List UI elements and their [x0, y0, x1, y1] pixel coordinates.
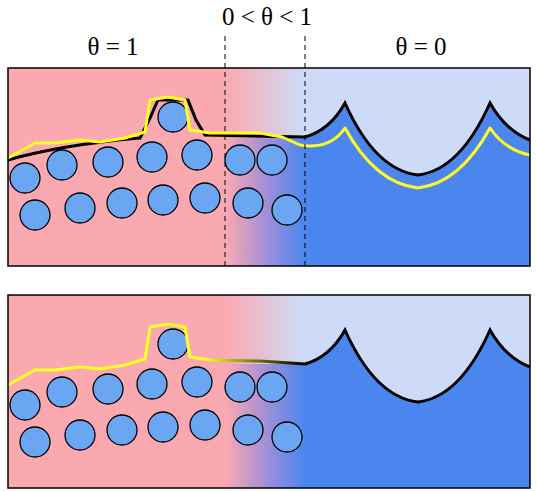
region-label: θ = 1	[87, 34, 138, 59]
top-panel	[8, 36, 530, 266]
bottom-panel	[8, 295, 530, 488]
region-label: 0 < θ < 1	[220, 4, 314, 29]
region-label: θ = 0	[395, 34, 446, 59]
